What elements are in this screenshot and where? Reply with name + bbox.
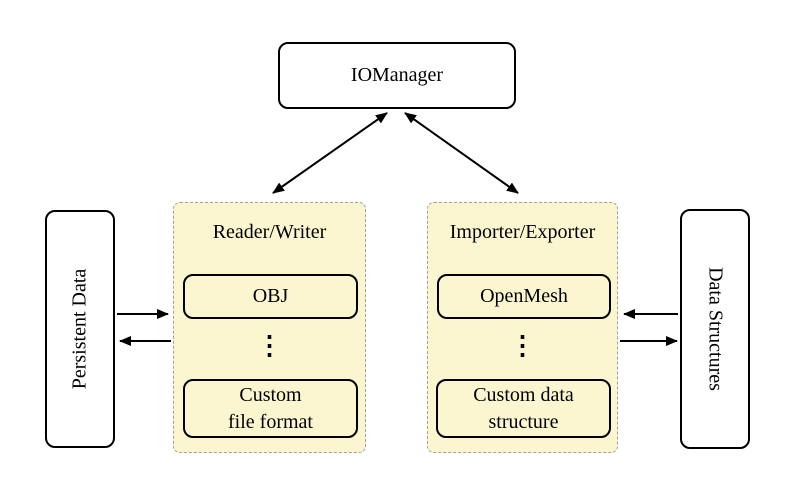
arrow-iomanager-importerexporter	[404, 112, 519, 194]
node-iomanager: IOManager	[278, 42, 516, 109]
importer-exporter-title: Importer/Exporter	[449, 221, 596, 243]
group-reader-writer: Reader/Writer OBJ ⋮ Custom file format	[173, 202, 366, 453]
ellipsis-reader-writer: ⋮	[256, 331, 283, 360]
node-obj: OBJ	[183, 274, 358, 319]
node-data-structures: Data Structures	[680, 209, 750, 449]
reader-writer-title: Reader/Writer	[212, 221, 327, 243]
persistent-data-label: Persistent Data	[68, 268, 91, 390]
ellipsis-importer-exporter: ⋮	[509, 331, 536, 360]
iomanager-label: IOManager	[350, 64, 444, 86]
data-structures-label: Data Structures	[704, 267, 727, 391]
arrow-iomanager-readerwriter	[272, 112, 388, 194]
node-persistent-data: Persistent Data	[45, 210, 115, 448]
node-custom-data-structure: Custom data structure	[436, 379, 611, 438]
group-importer-exporter: Importer/Exporter OpenMesh ⋮ Custom data…	[427, 202, 618, 453]
node-openmesh: OpenMesh	[437, 274, 611, 319]
node-custom-file-format: Custom file format	[183, 379, 358, 438]
